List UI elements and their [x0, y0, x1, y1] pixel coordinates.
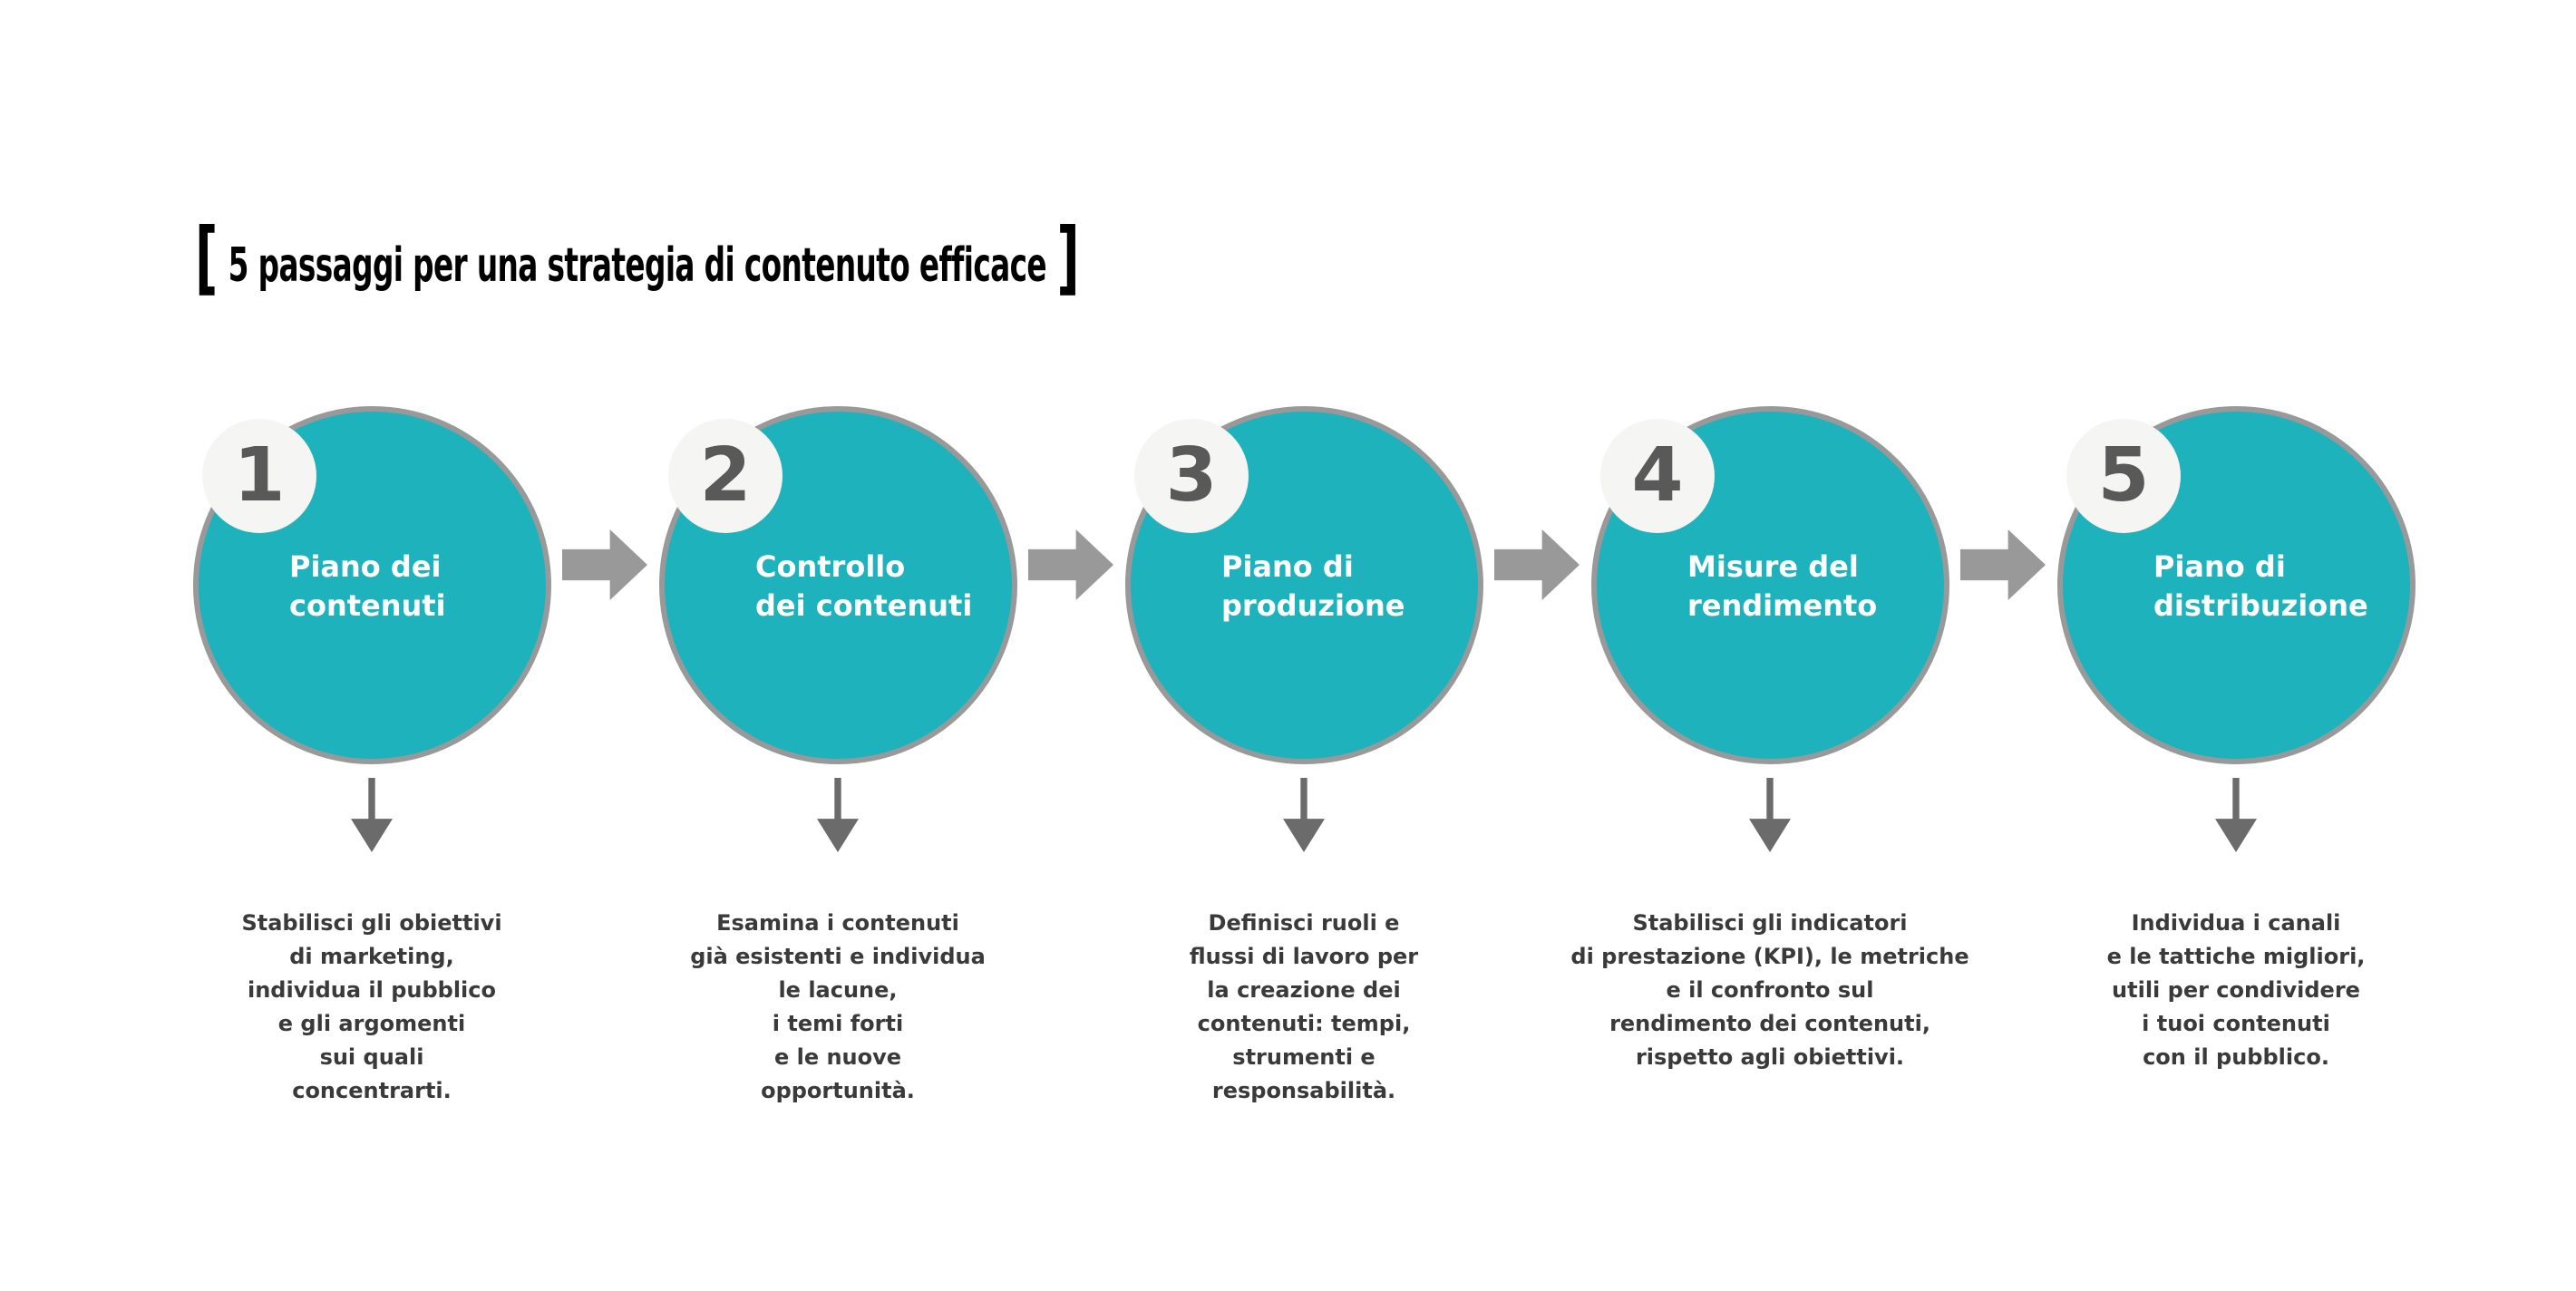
step-description: Definisci ruoli e flussi di lavoro per l… — [1189, 910, 1419, 1103]
arrow-down-icon — [1283, 778, 1325, 852]
step-number-badge: 3 — [1134, 419, 1249, 533]
step-number-badge: 1 — [202, 419, 316, 533]
step-description: Individua i canali e le tattiche miglior… — [2106, 910, 2366, 1070]
step-circle-2: 2 Controllo dei contenuti — [659, 406, 1017, 764]
page-title-text: 5 passaggi per una strategia di contenut… — [228, 238, 1047, 293]
step-description: Esamina i contenuti già esistenti e indi… — [690, 910, 986, 1103]
step-number: 3 — [1165, 432, 1218, 519]
arrow-down-icon — [817, 778, 859, 852]
step-label: Misure del rendimento — [1687, 549, 1878, 623]
arrow-down-icon — [2215, 778, 2257, 852]
arrow-down-icon — [351, 778, 393, 852]
step-number-badge: 4 — [1600, 419, 1715, 533]
step-label: Piano di distribuzione — [2153, 549, 2368, 623]
step-circle-3: 3 Piano di produzione — [1125, 406, 1483, 764]
step-label: Piano dei contenuti — [289, 549, 446, 623]
step-description: Stabilisci gli obiettivi di marketing, i… — [241, 910, 502, 1103]
step-description: Stabilisci gli indicatori di prestazione… — [1570, 910, 1969, 1070]
title-bracket-left: [ — [195, 210, 219, 304]
arrow-right-icon — [562, 529, 647, 600]
step-circle-5: 5 Piano di distribuzione — [2057, 406, 2416, 764]
step-circle-4: 4 Misure del rendimento — [1591, 406, 1949, 764]
step-label: Controllo dei contenuti — [755, 549, 973, 623]
step-number: 4 — [1631, 432, 1684, 519]
title-bracket-right: ] — [1056, 210, 1080, 304]
page-title: [ 5 passaggi per una strategia di conten… — [195, 210, 1080, 304]
step-number-badge: 2 — [668, 419, 783, 533]
step-number: 2 — [699, 432, 752, 519]
step-number: 1 — [233, 432, 286, 519]
step-label: Piano di produzione — [1221, 549, 1405, 623]
step-number: 5 — [2097, 432, 2150, 519]
step-circle-1: 1 Piano dei contenuti — [193, 406, 551, 764]
arrow-right-icon — [1028, 529, 1113, 600]
arrow-down-icon — [1749, 778, 1791, 852]
step-number-badge: 5 — [2066, 419, 2181, 533]
arrow-right-icon — [1960, 529, 2046, 600]
arrow-right-icon — [1494, 529, 1580, 600]
